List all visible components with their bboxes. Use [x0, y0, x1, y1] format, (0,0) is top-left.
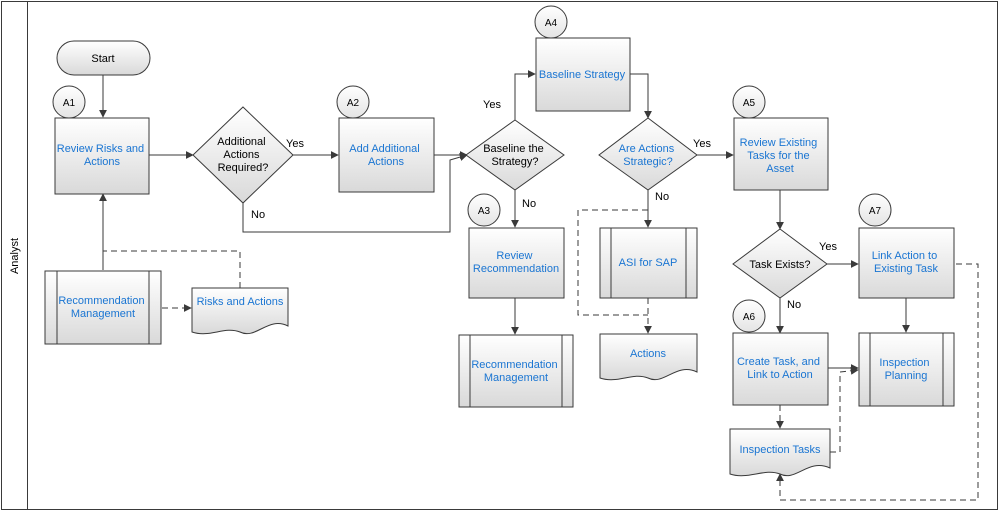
link-action-line-2: Existing Task: [874, 263, 938, 275]
edge-risks-to-review: [103, 250, 241, 288]
rec-mgmt-bottom-line-1: Recommendation: [471, 359, 557, 371]
edge-label-no-strategic: No: [655, 191, 669, 203]
risks-actions-label: Risks and Actions: [197, 296, 284, 308]
badge-a4-label: A4: [545, 18, 558, 29]
badge-a4: A4: [534, 5, 568, 39]
add-additional-process[interactable]: Add Additional Actions: [338, 117, 435, 193]
link-action-line-1: Link Action to: [872, 250, 937, 262]
inspection-planning-line-1: Inspection: [879, 357, 929, 369]
edge-label-no-additional: No: [251, 209, 265, 221]
edge-label-yes-additional: Yes: [286, 138, 304, 150]
add-additional-line-2: Actions: [368, 156, 405, 168]
review-existing-line-1: Review Existing: [740, 137, 818, 149]
asi-for-sap-subprocess[interactable]: ASI for SAP: [599, 227, 698, 299]
additional-actions-decision[interactable]: Additional Actions Required?: [192, 106, 294, 204]
review-risks-line-1: Review Risks and: [57, 143, 144, 155]
svg-text:Review Recommendation: Review Recommendation: [473, 250, 559, 275]
actions-document-label: Actions: [630, 348, 667, 360]
baseline-decision[interactable]: Baseline the Strategy?: [465, 119, 565, 191]
badge-a3: A3: [467, 193, 501, 227]
create-task-line-1: Create Task, and: [737, 356, 820, 368]
edge-label-yes-task: Yes: [819, 241, 837, 253]
swimlane-label: Analyst: [9, 238, 21, 274]
svg-text:Recommendation Managemen: Recommendation Management: [58, 295, 147, 320]
baseline-decision-line-1: Baseline the: [483, 143, 544, 155]
badge-a5: A5: [732, 85, 766, 119]
risks-and-actions-document[interactable]: Risks and Actions: [191, 287, 289, 335]
svg-text:Are Actions Strategic?: Are Actions Strategic?: [619, 143, 678, 168]
inspection-planning-line-2: Planning: [885, 370, 928, 382]
baseline-strategy-process[interactable]: Baseline Strategy: [535, 37, 631, 112]
svg-text:Recommendation Managemen: Recommendation Management: [471, 359, 560, 384]
baseline-strategy-label: Baseline Strategy: [539, 69, 626, 81]
badge-a1: A1: [52, 85, 86, 119]
svg-text:Review Existing Tasks fo: Review Existing Tasks for the Asset: [740, 137, 821, 175]
review-risks-process[interactable]: Review Risks and Actions: [54, 117, 150, 195]
badge-a1-label: A1: [63, 98, 76, 109]
create-task-line-2: Link to Action: [747, 369, 812, 381]
review-risks-line-2: Actions: [84, 156, 121, 168]
review-existing-tasks-process[interactable]: Review Existing Tasks for the Asset: [733, 117, 829, 191]
svg-text:Inspection Planning: Inspection Planning: [879, 357, 932, 382]
recommendation-management-subprocess-left[interactable]: Recommendation Management: [44, 270, 162, 345]
additional-line-2: Actions: [223, 149, 260, 161]
badge-a6-label: A6: [743, 312, 756, 323]
svg-text:Review Risks and Actions: Review Risks and Actions: [57, 143, 147, 168]
rec-mgmt-left-line-2: Management: [71, 308, 135, 320]
inspection-tasks-label: Inspection Tasks: [739, 444, 821, 456]
badge-a2-label: A2: [347, 98, 360, 109]
create-task-process[interactable]: Create Task, and Link to Action: [732, 332, 829, 406]
edge-no-to-baseline: [242, 153, 468, 233]
task-exists-decision[interactable]: Task Exists?: [732, 228, 828, 299]
rec-mgmt-left-line-1: Recommendation: [58, 295, 144, 307]
inspection-planning-subprocess[interactable]: Inspection Planning: [858, 332, 955, 407]
edge-label-no-task: No: [787, 299, 801, 311]
review-rec-line-1: Review: [496, 250, 532, 262]
strategic-line-1: Are Actions: [619, 143, 675, 155]
edge-label-yes-strategic: Yes: [693, 138, 711, 150]
strategic-line-2: Strategic?: [623, 156, 673, 168]
baseline-decision-line-2: Strategy?: [491, 156, 538, 168]
badge-a7: A7: [858, 193, 892, 227]
edge-link-to-inspection-tasks: [776, 263, 979, 501]
edge-label-no-baseline: No: [522, 198, 536, 210]
review-recommendation-process[interactable]: Review Recommendation: [468, 227, 565, 299]
review-existing-line-3: Asset: [766, 163, 794, 175]
edge-label-yes-baseline: Yes: [483, 99, 501, 111]
badge-a6: A6: [732, 299, 766, 333]
link-action-process[interactable]: Link Action to Existing Task: [858, 227, 955, 299]
start-label: Start: [91, 53, 114, 65]
add-additional-line-1: Add Additional: [349, 143, 419, 155]
additional-line-3: Required?: [218, 162, 269, 174]
svg-text:Link Action to Existing: Link Action to Existing Task: [872, 250, 941, 275]
edge-inspection-tasks-to-planning: [830, 366, 859, 453]
svg-text:Add Additional Actions: Add Additional Actions: [349, 143, 422, 168]
svg-text:Create Task, and Link to: Create Task, and Link to Action: [737, 356, 823, 381]
rec-mgmt-bottom-line-2: Management: [484, 372, 548, 384]
svg-text:Baseline the Strategy?: Baseline the Strategy?: [483, 143, 547, 168]
edge-baseline-to-strategic: [630, 73, 652, 119]
recommendation-management-subprocess-bottom[interactable]: Recommendation Management: [458, 334, 574, 408]
edge-strategic-to-actions: [577, 209, 648, 316]
badge-a5-label: A5: [743, 98, 756, 109]
connectors: [99, 70, 979, 501]
review-existing-line-2: Tasks for the: [747, 150, 809, 162]
additional-line-1: Additional: [217, 136, 265, 148]
svg-text:Additional Actions: Additional Actions Required?: [217, 136, 268, 174]
task-exists-label: Task Exists?: [749, 259, 810, 271]
badge-a7-label: A7: [869, 206, 882, 217]
actions-document[interactable]: Actions: [599, 333, 698, 381]
review-rec-line-2: Recommendation: [473, 263, 559, 275]
start-terminator[interactable]: Start: [56, 40, 151, 76]
actions-strategic-decision[interactable]: Are Actions Strategic?: [598, 117, 698, 191]
edge-baseline-yes: [514, 70, 536, 120]
inspection-tasks-document[interactable]: Inspection Tasks: [729, 428, 831, 477]
asi-for-sap-label: ASI for SAP: [619, 257, 678, 269]
badge-a3-label: A3: [478, 206, 491, 217]
badge-a2: A2: [336, 85, 370, 119]
